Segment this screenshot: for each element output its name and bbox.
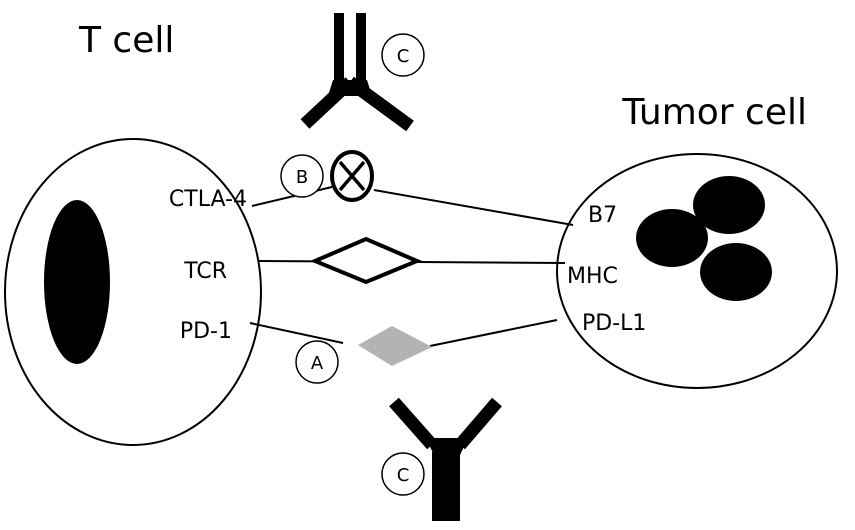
marker-b: B	[280, 154, 324, 198]
marker-c-top: C	[381, 33, 425, 77]
pd1-label: PD-1	[180, 319, 232, 344]
tumor-cell-membrane	[556, 153, 838, 389]
b7-label: B7	[588, 203, 617, 228]
tumor-nucleus-3	[700, 243, 772, 301]
tcr-label: TCR	[183, 259, 227, 284]
circle-x-icon	[330, 150, 374, 202]
pd1-pdl1-interaction	[249, 319, 558, 366]
tcr-mhc-interaction	[257, 236, 566, 285]
marker-c-bottom-label: C	[397, 465, 410, 486]
marker-a-label: A	[311, 353, 324, 374]
antibody-icon-bottom	[389, 397, 502, 521]
tumor-cell: Tumor cell B7 MHC PD-L1	[556, 92, 838, 389]
b7-connector	[373, 189, 574, 226]
t-cell: T cell CTLA-4 TCR PD-1	[4, 20, 262, 446]
pdl1-label: PD-L1	[582, 311, 646, 336]
ctla4-label: CTLA-4	[169, 187, 247, 212]
ctla4-connector	[251, 186, 333, 207]
marker-c-bottom: C	[381, 452, 425, 496]
t-cell-nucleus	[44, 200, 110, 364]
tumor-nucleus-1	[636, 209, 708, 267]
t-cell-title: T cell	[78, 20, 174, 61]
diamond-icon	[309, 236, 423, 285]
marker-c-top-label: C	[397, 46, 410, 67]
antibody-icon-top	[300, 13, 414, 132]
t-cell-membrane	[4, 138, 262, 446]
marker-b-label: B	[296, 167, 308, 188]
pd1-connector	[249, 322, 344, 344]
tumor-nucleus-2	[693, 176, 765, 234]
tumor-cell-title: Tumor cell	[621, 92, 807, 133]
pdl1-connector	[429, 319, 558, 347]
marker-a: A	[295, 340, 339, 384]
mhc-label: MHC	[567, 264, 618, 289]
pdl1-diamond-icon	[358, 326, 432, 366]
ctla4-b7-interaction	[251, 150, 574, 226]
